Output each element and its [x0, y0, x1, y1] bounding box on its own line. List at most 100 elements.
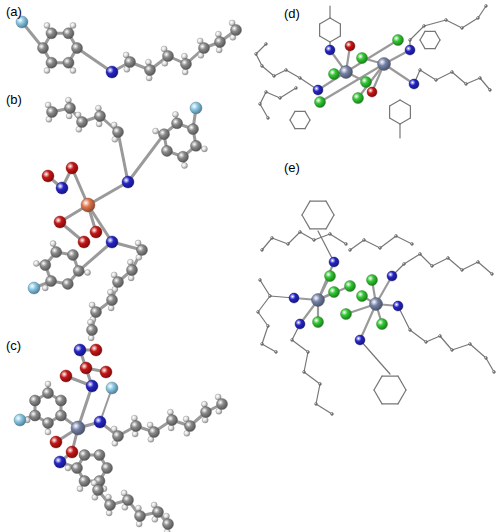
hydrogen-atom — [33, 260, 39, 266]
atom — [56, 182, 68, 194]
atom — [190, 102, 202, 114]
atom — [90, 344, 102, 356]
atom — [106, 236, 118, 248]
atom — [485, 357, 488, 360]
atom — [167, 415, 178, 426]
atom — [479, 77, 482, 80]
atom — [307, 351, 310, 354]
atom — [93, 485, 104, 496]
bond — [410, 330, 426, 342]
panel-label: (a) — [6, 4, 22, 19]
atom — [367, 87, 377, 97]
bond — [480, 78, 490, 90]
bond — [280, 88, 296, 98]
panel-label: (c) — [6, 338, 21, 353]
bond — [310, 228, 326, 229]
atom — [461, 269, 464, 272]
hydrogen-atom — [45, 429, 51, 435]
atom — [419, 69, 422, 72]
hydrogen-atom — [182, 69, 188, 75]
atom — [30, 410, 41, 421]
atom — [325, 45, 335, 55]
atom — [313, 239, 316, 242]
hydrogen-atom — [87, 319, 93, 325]
atom — [370, 298, 383, 311]
atom — [329, 287, 340, 298]
bond — [374, 376, 382, 390]
bond — [290, 120, 295, 129]
atom — [329, 69, 340, 80]
atom — [349, 249, 352, 252]
bond — [295, 128, 305, 129]
atom — [303, 371, 306, 374]
bond — [77, 48, 112, 72]
hydrogen-atom — [95, 105, 101, 111]
atom — [340, 66, 353, 79]
bond — [262, 238, 272, 250]
atom — [363, 239, 366, 242]
atom — [273, 75, 276, 78]
bond — [436, 72, 452, 80]
atom — [90, 226, 102, 238]
atom — [291, 339, 294, 342]
panel-label: (b) — [6, 92, 22, 107]
hydrogen-atom — [131, 415, 137, 421]
atom — [491, 273, 494, 276]
hydrogen-atom — [106, 510, 112, 516]
atom — [43, 418, 54, 429]
bond — [398, 376, 406, 390]
atom — [159, 129, 170, 140]
atom — [489, 89, 492, 92]
atom — [353, 93, 364, 104]
bond — [266, 92, 280, 98]
bond — [292, 340, 308, 352]
atom — [411, 243, 414, 246]
atom — [409, 39, 412, 42]
atom — [357, 291, 368, 302]
hydrogen-atom — [77, 486, 83, 492]
hydrogen-atom — [182, 163, 188, 169]
bond — [360, 340, 390, 374]
atom — [312, 294, 325, 307]
atom — [63, 57, 74, 68]
atom — [279, 97, 282, 100]
atom — [14, 414, 26, 426]
hydrogen-atom — [181, 53, 187, 59]
atom — [135, 511, 146, 522]
hydrogen-atom — [136, 521, 142, 527]
hydrogen-atom — [108, 305, 114, 311]
atom — [74, 344, 86, 356]
atom — [431, 265, 434, 268]
atom — [378, 58, 391, 71]
atom — [465, 83, 468, 86]
atom — [409, 329, 412, 332]
atom — [395, 235, 398, 238]
atom — [40, 260, 51, 271]
atom — [445, 19, 448, 22]
atom — [287, 243, 290, 246]
atom — [113, 431, 124, 442]
atom — [94, 450, 105, 461]
atom — [345, 243, 348, 246]
bond — [424, 20, 446, 26]
bond — [470, 344, 486, 358]
atom — [185, 421, 196, 432]
atom — [79, 450, 90, 461]
hydrogen-atom — [65, 465, 71, 471]
atom — [62, 278, 73, 289]
hydrogen-atom — [153, 128, 159, 134]
hydrogen-atom — [44, 68, 50, 74]
atom — [439, 335, 442, 338]
bond — [374, 390, 382, 404]
atom — [325, 271, 336, 282]
bond — [364, 240, 380, 248]
atom — [199, 43, 210, 54]
bond — [286, 70, 300, 78]
atom — [43, 388, 54, 399]
hydrogen-atom — [146, 75, 152, 81]
atom — [435, 79, 438, 82]
atom — [80, 362, 92, 374]
atom — [78, 236, 90, 248]
bond — [382, 376, 398, 377]
atom — [315, 403, 318, 406]
